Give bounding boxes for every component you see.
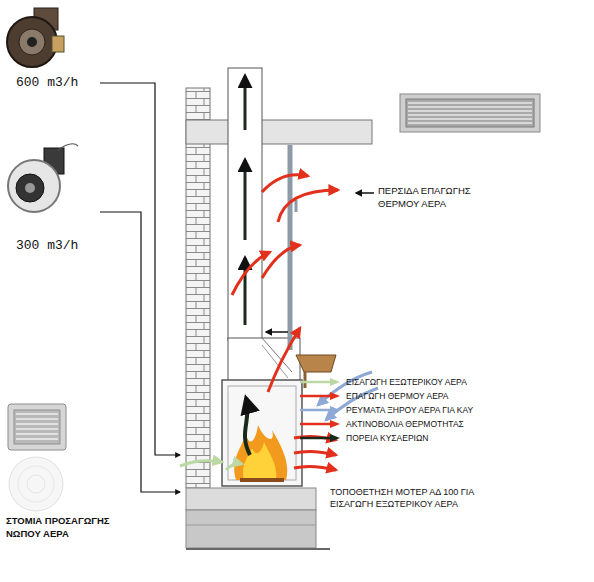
vent-ring (18, 466, 54, 502)
flue-gas-arrow (244, 258, 247, 325)
legend-row: ΑΚΤΙΝΟΒΟΛΙΑ ΘΕΡΜΟΤΗΤΑΣ (298, 419, 464, 429)
grille-louvers (16, 414, 58, 439)
flue-gas-arrows (245, 76, 250, 455)
legend-text: ΕΠΑΓΩΓΗ ΘΕΡΜΟΥ ΑΕΡΑ (346, 391, 449, 401)
fresh-air-arrow (180, 461, 222, 466)
vent-grille (8, 404, 66, 450)
hot-air-arrows (232, 175, 338, 392)
radiation-arrows (294, 436, 336, 470)
vent-label: ΣΤΟΜΙΑ ΠΡΟΣΑΓΩΓΗΣ ΝΩΠΟΥ ΑΕΡΑ (6, 515, 134, 541)
legend-arrow-head (330, 378, 340, 386)
fresh-air-arrows (180, 461, 242, 470)
log (240, 478, 284, 482)
flue-gas-arrow (245, 398, 250, 455)
hot-air-arrow (278, 190, 338, 222)
legend-text: ΠΟΡΕΙΑ ΚΥΣΑΕΡΙΩΝ (346, 433, 428, 443)
hearth-base (186, 488, 316, 510)
hot-air-arrow (268, 328, 300, 392)
floor-line (186, 548, 330, 550)
panel-bracket (295, 200, 298, 212)
legend-arrow-shaft (300, 423, 332, 426)
mantel-support (304, 372, 307, 388)
legend-arrow (298, 377, 342, 387)
hot-air-louvre (400, 94, 540, 132)
vent-ring (27, 475, 45, 493)
mantel-shelf (296, 355, 336, 372)
radiation-arrow (294, 451, 336, 455)
flow-rate: 600 m3/h (16, 74, 106, 92)
flame (234, 425, 287, 480)
flow-rate: 300 m3/h (16, 237, 106, 255)
grille-frame (8, 404, 66, 450)
firebox-inner (228, 386, 296, 480)
fresh-air-arrow (226, 464, 242, 470)
hot-air-arrow (262, 245, 300, 278)
foundation (186, 510, 316, 548)
legend-row: ΡΕΥΜΑΤΑ ΞΗΡΟΥ ΑΕΡΑ ΓΙΑ ΚΑΥ (298, 405, 473, 415)
blower-motor (52, 36, 64, 52)
legend-row: ΕΙΣΑΓΩΓΗ ΕΞΩΤΕΡΙΚΟΥ ΑΕΡΑ (298, 377, 467, 387)
hot-air-arrow (262, 175, 308, 192)
pointer-arrow (356, 192, 374, 194)
legend-arrow-head (330, 406, 340, 414)
ceiling-beam (186, 120, 372, 144)
legend-arrow-shaft (300, 437, 332, 440)
blower-300 (8, 144, 78, 212)
legend-row: ΠΟΡΕΙΑ ΚΥΣΑΕΡΙΩΝ (298, 433, 428, 443)
legend-row: ΕΠΑΓΩΓΗ ΘΕΡΜΟΥ ΑΕΡΑ (298, 391, 449, 401)
legend-arrow-shaft (300, 381, 332, 384)
leader-line (100, 212, 180, 492)
legend-arrow-head (330, 420, 340, 428)
flame-outer (234, 425, 287, 480)
blower-housing (8, 160, 60, 212)
blower-hub (27, 37, 37, 47)
leader-line (100, 83, 180, 455)
flue-gas-arrow (244, 160, 247, 240)
louvre-frame (400, 94, 540, 132)
brick-wall (186, 88, 210, 488)
foundation-line (186, 525, 316, 526)
grille-face (14, 410, 60, 444)
firebox (222, 380, 302, 486)
round-vent (9, 457, 63, 511)
legend-arrow (298, 433, 342, 443)
motor-note: ΤΟΠΟΘΕΤΗΣΗ ΜΟΤΕΡ ΑΔ 100 ΓΙΑ ΕΙΣΑΓΩΓΗ ΕΞΩ… (330, 486, 502, 510)
legend-text: ΑΚΤΙΝΟΒΟΛΙΑ ΘΕΡΜΟΤΗΤΑΣ (346, 419, 464, 429)
legend-arrow (298, 405, 342, 415)
vent-rim (9, 457, 63, 511)
legend-arrow (298, 391, 342, 401)
radiation-arrow (294, 466, 336, 470)
blower-rotor (19, 29, 45, 55)
flue-gas-arrow (244, 76, 247, 130)
blower-rotor (16, 174, 44, 202)
legend-text: ΡΕΥΜΑΤΑ ΞΗΡΟΥ ΑΕΡΑ ΓΙΑ ΚΑΥ (346, 405, 473, 415)
legend-arrow-head (330, 434, 340, 442)
chimney-flue (228, 68, 262, 340)
louvre-face (406, 99, 534, 127)
louvre-slats (408, 103, 532, 123)
legend-arrow-shaft (300, 409, 332, 412)
legend-arrow-shaft (300, 395, 332, 398)
legend-text: ΕΙΣΑΓΩΓΗ ΕΞΩΤΕΡΙΚΟΥ ΑΕΡΑ (346, 377, 467, 387)
pointer-arrow (266, 331, 288, 333)
legend-arrow (298, 419, 342, 429)
blower-hub (25, 183, 35, 193)
blower-600 (7, 8, 64, 67)
legend-arrow-head (330, 392, 340, 400)
blower-housing (7, 17, 57, 67)
blower-wire (58, 144, 78, 150)
radiation-arrow (294, 436, 336, 440)
louvre-label: ΠΕΡΣΙΔΑ ΕΠΑΓΩΓΗΣ ΘΕΡΜΟΥ ΑΕΡΑ (378, 185, 490, 211)
